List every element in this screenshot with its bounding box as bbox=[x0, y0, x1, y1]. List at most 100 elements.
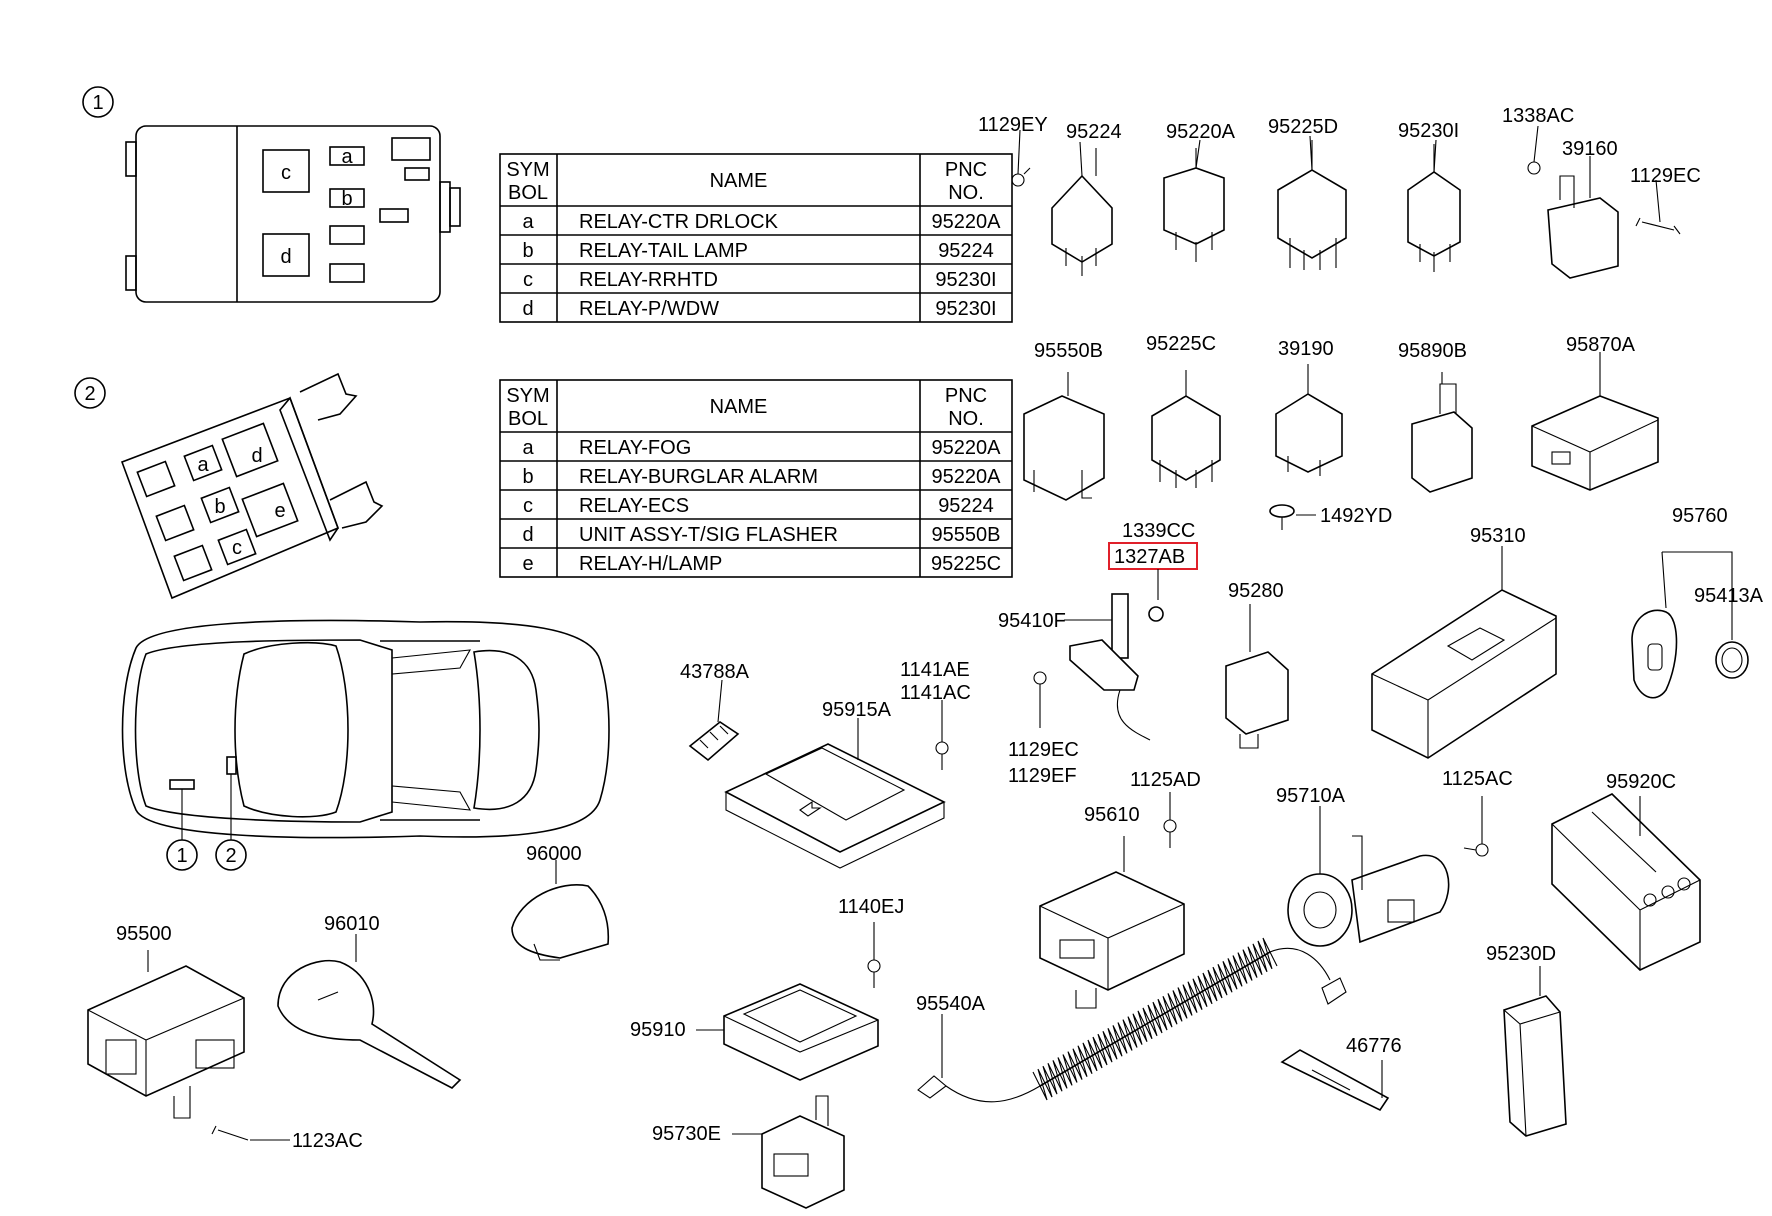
label-39190: 39190 bbox=[1278, 338, 1334, 360]
highlight-1327AB bbox=[1108, 542, 1198, 570]
part-95890B-relay bbox=[1411, 372, 1473, 493]
slot-e bbox=[241, 482, 299, 538]
callout-1: 1 bbox=[82, 86, 114, 118]
table-cell-pnc: 95220A bbox=[932, 437, 1002, 459]
slot-d bbox=[262, 233, 310, 277]
part-95540A-coil-cable bbox=[917, 937, 1347, 1103]
part-39190-relay bbox=[1275, 364, 1343, 476]
part-95730E-module bbox=[732, 1095, 845, 1209]
fastener-1129EC-mid bbox=[1033, 671, 1047, 728]
part-95220A-relay bbox=[1163, 148, 1225, 262]
svg-text:b: b bbox=[341, 188, 352, 210]
label-95710A: 95710A bbox=[1276, 785, 1346, 807]
svg-text:a: a bbox=[341, 146, 353, 168]
label-1129EF: 1129EF bbox=[1008, 765, 1077, 787]
table-header-pnc: PNC bbox=[945, 159, 987, 181]
table-cell-symbol: d bbox=[522, 298, 533, 320]
table-header-sym: SYM bbox=[506, 385, 549, 407]
part-95920C-switch bbox=[1551, 793, 1701, 971]
table-cell-name: RELAY-P/WDW bbox=[579, 298, 719, 320]
label-95224: 95224 bbox=[1066, 121, 1122, 143]
label-95230D: 95230D bbox=[1486, 943, 1556, 965]
label-95225C: 95225C bbox=[1146, 333, 1216, 355]
fastener-1125AC bbox=[1463, 796, 1489, 857]
part-95413A-ring bbox=[1715, 584, 1749, 679]
part-labels: 1129EY 95224 95220A 95225D 95230I 1338AC… bbox=[116, 105, 1764, 1152]
label-95910: 95910 bbox=[630, 1019, 686, 1041]
clip-1492YD bbox=[1269, 504, 1316, 530]
label-95540A: 95540A bbox=[916, 993, 986, 1015]
label-95230I: 95230I bbox=[1398, 120, 1459, 142]
label-1129EC-top: 1129EC bbox=[1630, 165, 1701, 187]
fastener-1141AE bbox=[935, 700, 949, 770]
table-cell-pnc: 95224 bbox=[938, 240, 994, 262]
svg-text:e: e bbox=[274, 500, 285, 522]
label-1327AB: 1327AB bbox=[1114, 546, 1185, 568]
table-header-bol: BOL bbox=[508, 408, 548, 430]
table-frame bbox=[499, 379, 1013, 578]
table-cell-name: RELAY-TAIL LAMP bbox=[579, 240, 748, 262]
slot-b bbox=[329, 188, 365, 208]
label-1123AC: 1123AC bbox=[292, 1130, 363, 1152]
coil-spring bbox=[1032, 937, 1278, 1101]
table-cell-pnc: 95550B bbox=[932, 524, 1001, 546]
table-cell-name: RELAY-CTR DRLOCK bbox=[579, 211, 779, 233]
table-cell-pnc: 95220A bbox=[932, 211, 1002, 233]
part-95225D-relay bbox=[1277, 140, 1347, 270]
part-95870A-module bbox=[1531, 352, 1659, 491]
svg-text:b: b bbox=[214, 496, 225, 518]
label-95550B: 95550B bbox=[1034, 340, 1103, 362]
fastener-1129EY bbox=[1011, 167, 1031, 187]
car-top-view: 1 2 bbox=[121, 619, 610, 871]
table-cell-symbol: c bbox=[523, 269, 533, 291]
label-95610: 95610 bbox=[1084, 804, 1140, 826]
slot-c bbox=[217, 528, 257, 566]
part-46776-bracket bbox=[1280, 1049, 1390, 1112]
table-cell-pnc: 95220A bbox=[932, 466, 1002, 488]
svg-text:1: 1 bbox=[176, 845, 187, 867]
svg-text:2: 2 bbox=[84, 383, 95, 405]
part-95910-unit bbox=[696, 983, 879, 1081]
fastener-1125AD bbox=[1163, 792, 1177, 848]
part-96010-key bbox=[277, 934, 462, 1089]
table-header-no: NO. bbox=[948, 408, 984, 430]
relay-box-1: c d a b bbox=[125, 125, 461, 303]
part-95915A-bracket bbox=[724, 718, 946, 869]
table-cell-name: RELAY-FOG bbox=[579, 437, 691, 459]
svg-text:c: c bbox=[281, 162, 291, 184]
slot-d bbox=[221, 422, 279, 478]
part-95710A-lock bbox=[1287, 806, 1450, 947]
label-95220A: 95220A bbox=[1166, 121, 1236, 143]
table-cell-name: RELAY-H/LAMP bbox=[579, 553, 722, 575]
label-95410F: 95410F bbox=[998, 610, 1066, 632]
fastener-1123AC bbox=[211, 1125, 290, 1141]
label-95915A: 95915A bbox=[822, 699, 892, 721]
table-header-name: NAME bbox=[710, 170, 768, 192]
fastener-1140EJ bbox=[867, 922, 881, 988]
part-95310-module bbox=[1371, 546, 1557, 759]
svg-text:d: d bbox=[280, 246, 291, 268]
label-96010: 96010 bbox=[324, 913, 380, 935]
nut-1327AB bbox=[1148, 569, 1164, 622]
label-1141AE: 1141AE bbox=[900, 659, 970, 681]
label-43788A: 43788A bbox=[680, 661, 750, 683]
part-95230D-relay bbox=[1503, 966, 1567, 1137]
slot-a bbox=[183, 444, 223, 482]
part-43788A-clip bbox=[688, 679, 740, 762]
label-1339CC: 1339CC bbox=[1122, 520, 1195, 542]
label-1129EC-mid: 1129EC bbox=[1008, 739, 1079, 761]
table-cell-pnc: 95230I bbox=[935, 269, 996, 291]
part-95500-module bbox=[87, 950, 245, 1119]
svg-text:d: d bbox=[251, 445, 262, 467]
label-96000: 96000 bbox=[526, 843, 582, 865]
table-header-sym: SYM bbox=[506, 159, 549, 181]
part-96000-cover bbox=[511, 860, 610, 961]
label-95413A: 95413A bbox=[1694, 585, 1764, 607]
table-cell-symbol: a bbox=[522, 211, 534, 233]
part-39160-relay bbox=[1527, 156, 1619, 279]
part-95410F-sensor bbox=[1064, 593, 1151, 741]
leader-lines bbox=[1017, 125, 1661, 223]
